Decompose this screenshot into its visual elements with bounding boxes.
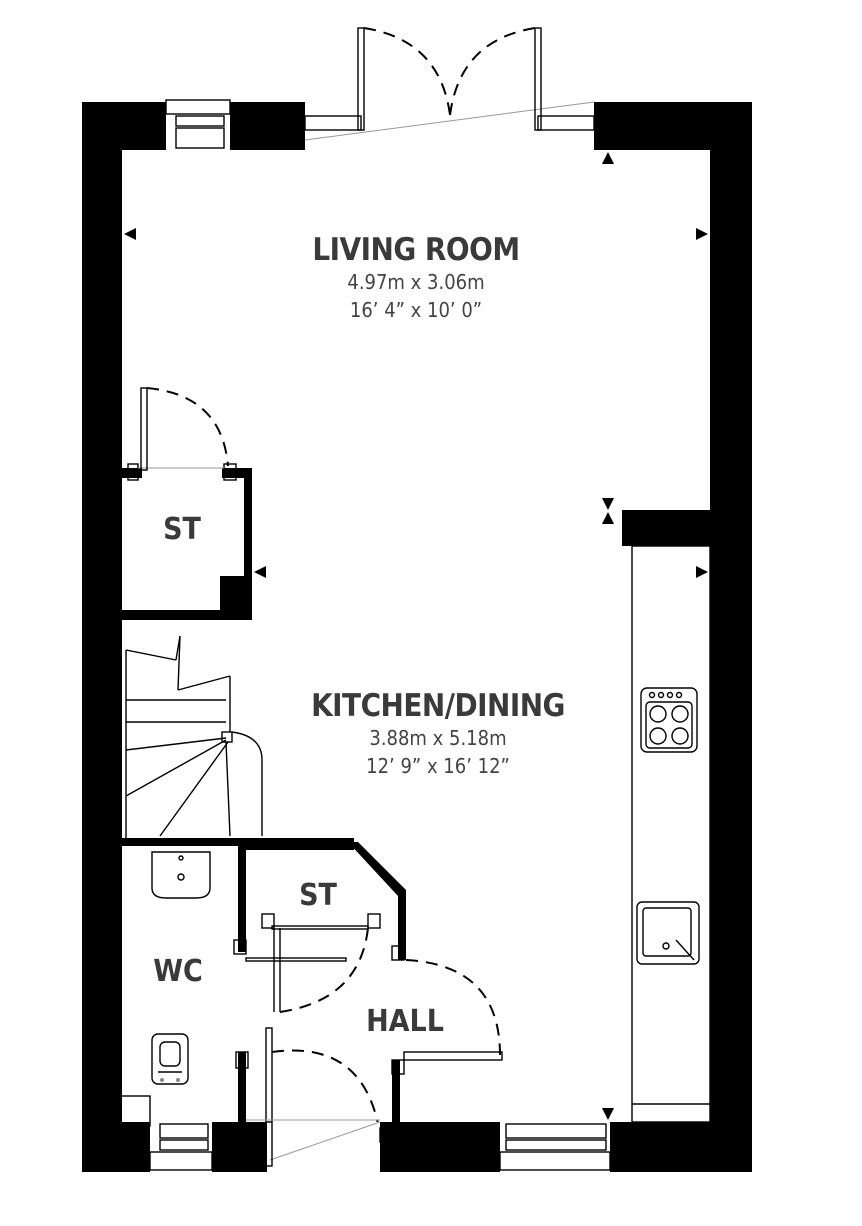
wc-label: WC (153, 954, 203, 989)
window-top-left (165, 98, 231, 150)
window-bottom-right (499, 1122, 611, 1174)
window-bottom-left (149, 1122, 213, 1174)
wall-joints (85, 117, 747, 1157)
lower-store-label: ST (299, 878, 337, 913)
dimension-arrows (124, 152, 708, 1120)
basin-icon (151, 851, 211, 899)
hall-label: HALL (366, 1004, 444, 1039)
french-doors (304, 27, 595, 150)
hob-icon (640, 687, 698, 753)
living-room-label: LIVING ROOM 4.97m x 3.06m 16’ 4” x 10’ 0… (312, 232, 520, 324)
kitchen-metric: 3.88m x 5.18m (369, 726, 507, 750)
kitchen-name: KITCHEN/DINING (311, 688, 565, 724)
living-room-name: LIVING ROOM (312, 232, 520, 268)
living-room-imperial: 16’ 4” x 10’ 0” (349, 298, 483, 322)
kitchen-imperial: 12’ 9” x 16’ 12” (366, 754, 510, 778)
upper-store (122, 387, 252, 620)
toilet-icon (151, 1033, 189, 1085)
living-room-metric: 4.97m x 3.06m (347, 270, 485, 294)
kitchen-label: KITCHEN/DINING 3.88m x 5.18m 12’ 9” x 16… (311, 688, 565, 780)
kitchen-sink-icon (636, 901, 700, 965)
upper-store-label: ST (163, 512, 201, 547)
internal-walls (119, 842, 503, 1172)
kitchen-counter (622, 510, 711, 1123)
